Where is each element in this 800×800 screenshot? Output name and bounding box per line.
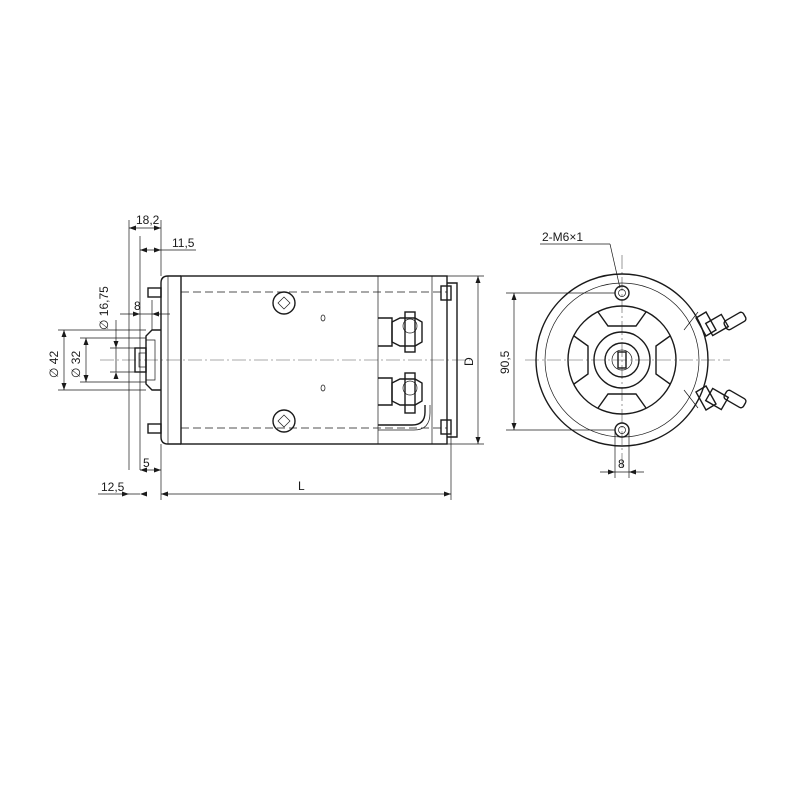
terminal-upper <box>695 311 747 337</box>
dim-label-L: L <box>298 479 305 493</box>
arrow-5-left <box>140 467 147 473</box>
arrow-32-top <box>83 338 89 345</box>
arrow-42-bot <box>61 383 67 390</box>
hub-inner <box>611 349 633 371</box>
rear-bolt-bottom <box>440 419 452 435</box>
side-view: 18,2 11,5 8 ∅ 16,75 ∅ 42 ∅ 32 <box>47 213 484 500</box>
hub-mid <box>604 342 640 378</box>
dim-label-905: 90,5 <box>498 350 512 374</box>
spoke-2 <box>597 393 647 409</box>
rear-bolt-top <box>440 285 452 301</box>
arrow-905-top <box>511 293 517 300</box>
terminal-upper-stud <box>723 311 747 331</box>
terminal-nut-lower <box>402 380 418 396</box>
arrow-1675-bot <box>113 372 119 379</box>
arrow-32-bot <box>83 375 89 382</box>
dim-label-8-end: 8 <box>618 457 625 471</box>
rear-end-cap <box>447 282 458 438</box>
dim-label-5: 5 <box>143 456 150 470</box>
arrow-D-bot <box>475 437 481 444</box>
terminal-upper-base <box>695 311 717 337</box>
arrow-L-left <box>161 491 168 497</box>
body-mark-bottom <box>320 384 326 392</box>
arrow-5-right <box>154 467 161 473</box>
terminal-stud-upper <box>404 311 416 353</box>
spoke-4 <box>655 335 671 385</box>
leader-m6-diag <box>609 243 621 289</box>
motor-body <box>180 275 448 445</box>
terminal-lower-base <box>695 385 717 411</box>
mount-hole-top-inner <box>618 289 626 297</box>
shaft-key <box>138 352 147 368</box>
spokes <box>573 311 671 409</box>
spline-hub <box>146 339 156 381</box>
spoke-1 <box>597 311 647 327</box>
terminal-lower-stud <box>723 389 747 409</box>
terminal-bracket-lower <box>378 377 393 406</box>
dim-label-8-side: 8 <box>134 299 141 313</box>
terminal-lower <box>695 385 747 411</box>
arrow-125-left <box>122 491 129 497</box>
terminal-guide-lower <box>683 389 699 409</box>
dim-label-D: D <box>462 357 476 366</box>
end-view: 2-M6×1 90,5 8 <box>498 230 747 478</box>
body-screw-top <box>272 291 296 315</box>
front-bolt-top <box>147 287 162 298</box>
arrow-115-right <box>154 247 161 253</box>
arrow-D-top <box>475 276 481 283</box>
arrow-182-right <box>154 225 161 231</box>
end-housing-outer <box>535 273 709 447</box>
arrow-8e-right <box>629 469 636 475</box>
torx-icon-bottom <box>277 414 291 428</box>
torx-icon-top <box>277 296 291 310</box>
front-flange <box>160 275 181 445</box>
dim-label-125: 12,5 <box>101 480 125 494</box>
spoke-ring <box>567 305 677 415</box>
body-screw-bottom <box>272 409 296 433</box>
terminal-bracket-upper <box>378 317 393 347</box>
front-bolt-bottom <box>147 423 162 434</box>
cable-loop-inner <box>378 405 431 431</box>
arrow-905-bot <box>511 423 517 430</box>
arrow-8-right <box>152 311 159 317</box>
arrow-8e-left <box>608 469 615 475</box>
arrow-42-top <box>61 330 67 337</box>
shaft-key-end <box>617 351 627 369</box>
dim-label-32: ∅ 32 <box>69 351 83 378</box>
arrow-L-right <box>444 491 451 497</box>
arrow-182-left <box>129 225 136 231</box>
thread-note: 2-M6×1 <box>542 230 583 244</box>
arrow-1675-top <box>113 341 119 348</box>
body-mark-top <box>320 314 326 322</box>
cable-loop <box>378 405 426 426</box>
terminal-nut-upper <box>402 318 418 334</box>
dim-label-182: 18,2 <box>136 213 160 227</box>
terminal-guide-upper <box>683 311 699 331</box>
hub-outer <box>593 331 651 389</box>
dim-label-115: 11,5 <box>172 236 195 250</box>
dim-label-1675: ∅ 16,75 <box>97 286 111 330</box>
spoke-3 <box>573 335 589 385</box>
dim-label-42: ∅ 42 <box>47 351 61 378</box>
arrow-125-right <box>140 491 147 497</box>
terminal-post-lower <box>391 378 423 406</box>
arrow-115-left <box>140 247 147 253</box>
arrow-8-left <box>133 311 140 317</box>
terminal-lower-nut <box>704 387 730 411</box>
mount-hole-bottom-inner <box>618 426 626 434</box>
